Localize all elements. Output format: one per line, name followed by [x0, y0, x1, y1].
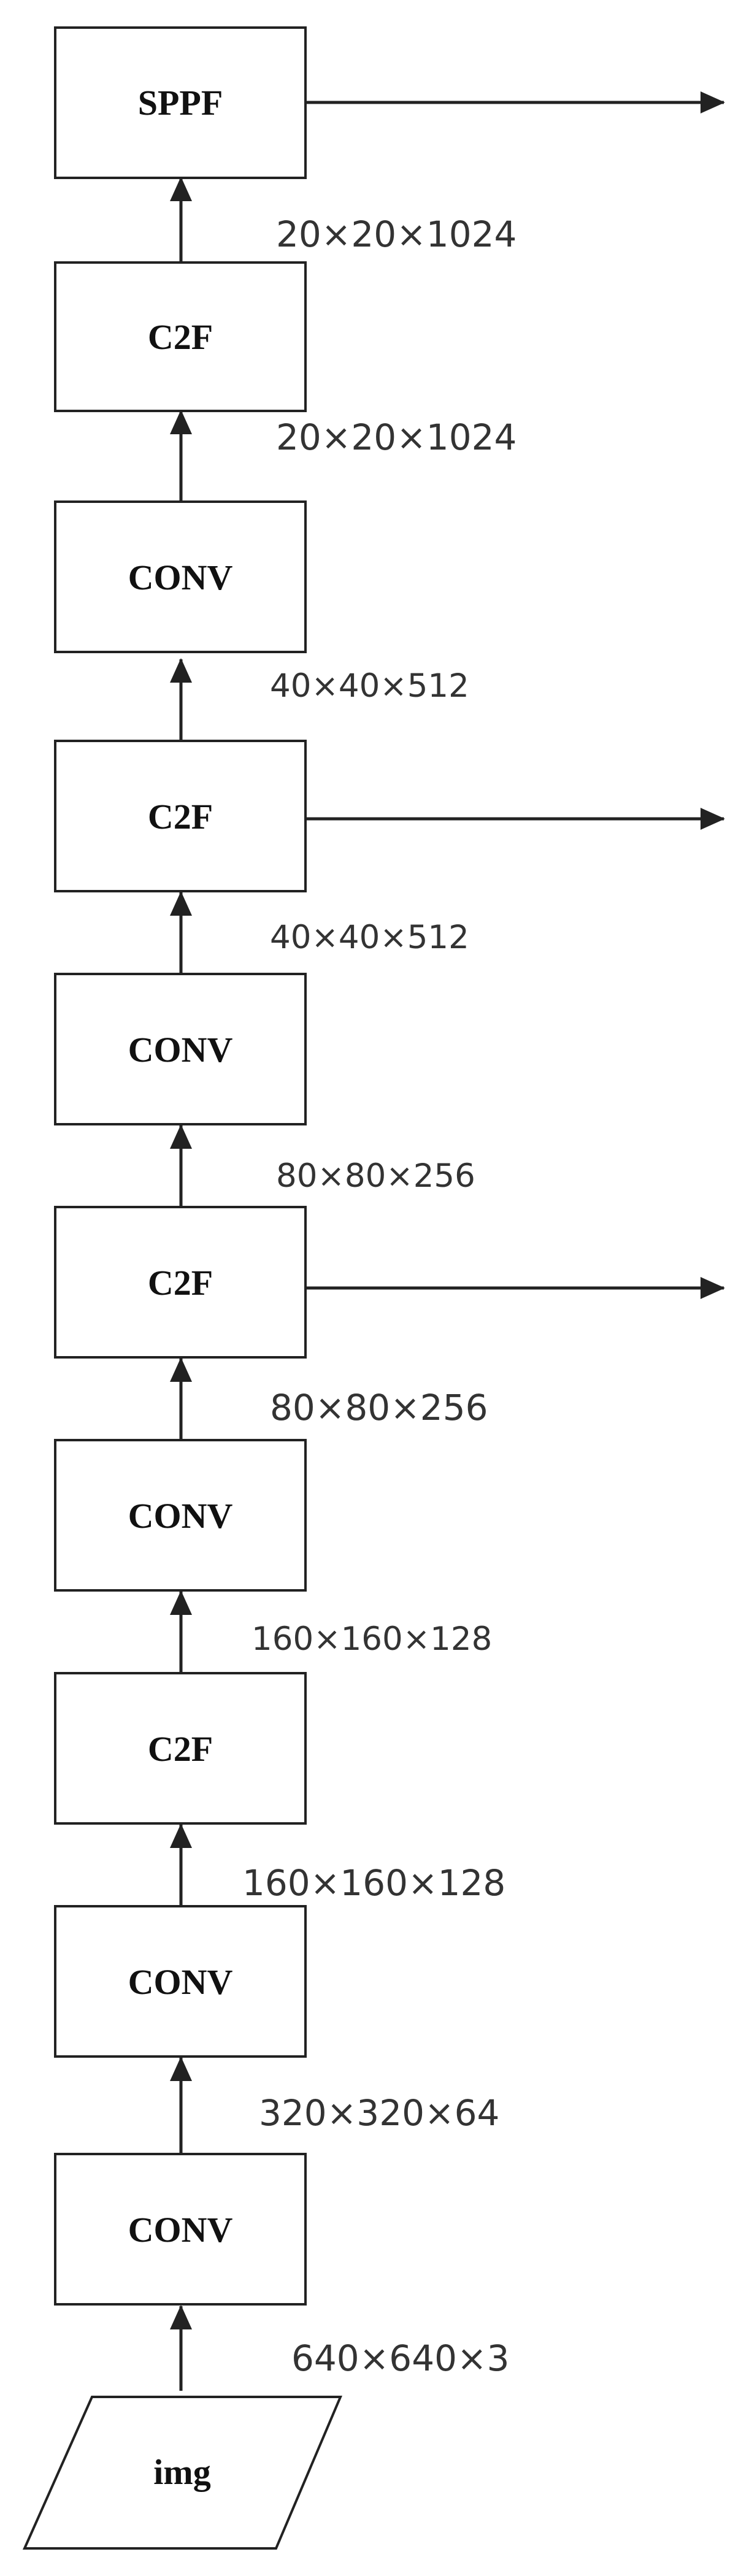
block-sppf: SPPF: [54, 26, 307, 179]
dim-label-c2f-2-to-conv-1: 40×40×512: [270, 667, 469, 705]
block-label-c2f-1: C2F: [148, 317, 213, 357]
block-label-conv-5: CONV: [128, 2210, 233, 2250]
dimension-labels: 20×20×1024 20×20×1024 40×40×512 40×40×51…: [242, 213, 516, 2379]
dim-label-conv-5-to-conv-4: 320×320×64: [259, 2092, 499, 2134]
blocks: SPPF C2F CONV C2F CONV C2F CONV C2F: [22, 26, 343, 2550]
block-label-sppf: SPPF: [138, 83, 223, 123]
block-label-conv-4: CONV: [128, 1962, 233, 2002]
block-conv-2: CONV: [54, 973, 307, 1125]
block-conv-3: CONV: [54, 1439, 307, 1592]
block-c2f-1: C2F: [54, 261, 307, 412]
block-label-c2f-3: C2F: [148, 1263, 213, 1303]
block-label-c2f-4: C2F: [148, 1729, 213, 1769]
block-label-conv-2: CONV: [128, 1030, 233, 1070]
block-c2f-3: C2F: [54, 1206, 307, 1359]
dim-label-c2f-3-to-conv-2: 80×80×256: [276, 1157, 475, 1195]
block-label-conv-3: CONV: [128, 1496, 233, 1536]
block-conv-5: CONV: [54, 2153, 307, 2306]
block-label-conv-1: CONV: [128, 558, 233, 597]
dim-label-img-to-conv-5: 640×640×3: [291, 2337, 510, 2379]
dim-label-c2f-1-to-sppf: 20×20×1024: [276, 213, 516, 255]
block-conv-1: CONV: [54, 500, 307, 653]
block-label-img: img: [153, 2452, 210, 2492]
dim-label-conv-1-to-c2f-1: 20×20×1024: [276, 416, 516, 458]
block-img: img: [22, 2396, 343, 2550]
block-conv-4: CONV: [54, 1905, 307, 2058]
block-label-c2f-2: C2F: [148, 797, 213, 837]
dim-label-conv-4-to-c2f-4: 160×160×128: [242, 1862, 505, 1904]
dim-label-c2f-4-to-conv-3: 160×160×128: [251, 1620, 492, 1658]
dim-label-conv-2-to-c2f-2: 40×40×512: [270, 919, 469, 956]
block-c2f-4: C2F: [54, 1672, 307, 1825]
dim-label-conv-3-to-c2f-3: 80×80×256: [270, 1387, 488, 1428]
block-c2f-2: C2F: [54, 740, 307, 892]
output-arrows: [305, 91, 725, 1299]
